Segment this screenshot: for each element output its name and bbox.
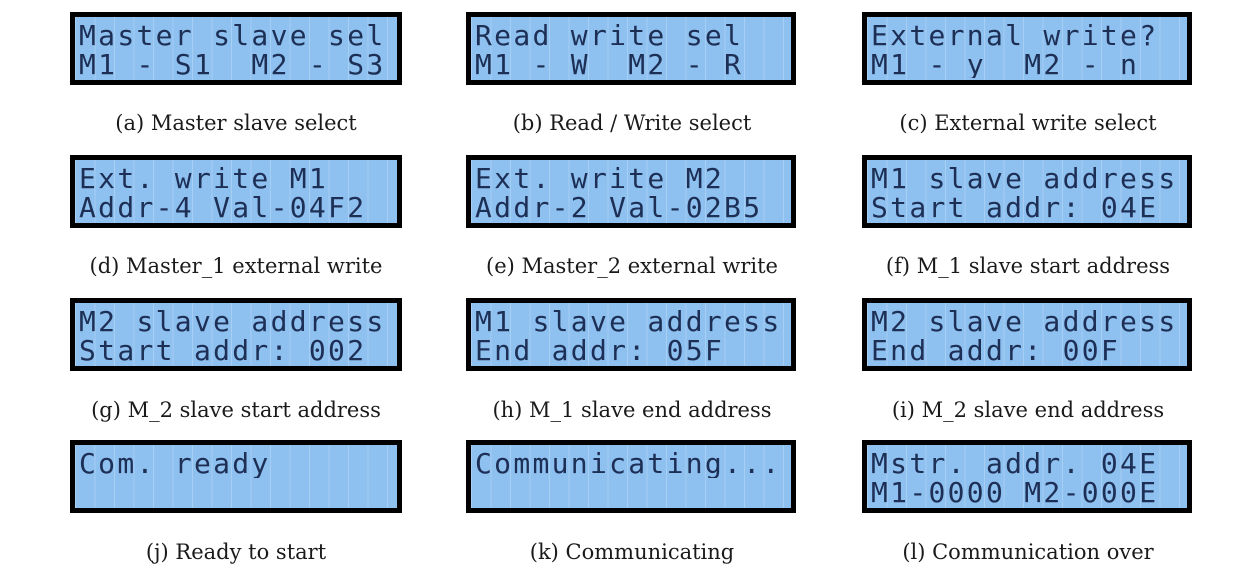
lcd-line-2: Addr-2 Val-02B5 bbox=[475, 192, 763, 222]
lcd-line-2: Start addr: 04E bbox=[871, 192, 1159, 222]
panel-caption: (b) Read / Write select bbox=[512, 111, 752, 135]
panel-caption: (j) Ready to start bbox=[145, 540, 327, 564]
panel-caption: (d) Master_1 external write bbox=[89, 254, 383, 278]
lcd-line-1: External write? bbox=[871, 21, 1159, 50]
lcd-line-1: Master slave sel bbox=[79, 21, 386, 50]
lcd-line-1: M1 slave address bbox=[871, 164, 1178, 193]
panel-caption: (c) External write select bbox=[899, 111, 1157, 135]
lcd-line-2: M1-0000 M2-000E bbox=[871, 477, 1159, 507]
lcd-line-1: Communicating... bbox=[475, 449, 782, 478]
panel-caption: (e) Master_2 external write bbox=[486, 254, 778, 278]
lcd-line-2: Addr-4 Val-04F2 bbox=[79, 192, 367, 222]
panel-caption: (f) M_1 slave start address bbox=[885, 254, 1171, 278]
lcd-line-1: Read write sel bbox=[475, 21, 744, 50]
panel-caption: (i) M_2 slave end address bbox=[891, 398, 1165, 422]
lcd-line-1: M2 slave address bbox=[871, 307, 1178, 336]
lcd-line-1: Ext. write M1 bbox=[79, 164, 329, 193]
lcd-line-2: M1 - W M2 - R bbox=[475, 49, 744, 79]
lcd-line-1: Mstr. addr. 04E bbox=[871, 449, 1159, 478]
lcd-line-2: Start addr: 002 bbox=[79, 335, 367, 365]
lcd-display: External write?M1 - y M2 - n bbox=[862, 12, 1192, 85]
lcd-line-2 bbox=[475, 478, 789, 507]
lcd-line-1: M1 slave address bbox=[475, 307, 782, 336]
panel-caption: (g) M_2 slave start address bbox=[91, 398, 381, 422]
lcd-line-1: M2 slave address bbox=[79, 307, 386, 336]
lcd-display: Com. ready bbox=[70, 440, 402, 513]
lcd-line-1: Ext. write M2 bbox=[475, 164, 725, 193]
panel-caption: (a) Master slave select bbox=[115, 111, 357, 135]
lcd-line-2 bbox=[79, 478, 395, 507]
panel-caption: (h) M_1 slave end address bbox=[492, 398, 772, 422]
lcd-screen: Communicating... bbox=[471, 445, 791, 508]
lcd-screen: External write?M1 - y M2 - n bbox=[867, 17, 1187, 80]
panel-caption: (k) Communicating bbox=[529, 540, 735, 564]
lcd-line-2: End addr: 00F bbox=[871, 335, 1121, 365]
lcd-screen: Com. ready bbox=[75, 445, 397, 508]
lcd-line-1: Com. ready bbox=[79, 449, 271, 478]
lcd-line-2: End addr: 05F bbox=[475, 335, 725, 365]
lcd-line-2: M1 - S1 M2 - S3 bbox=[79, 49, 386, 79]
lcd-line-2: M1 - y M2 - n bbox=[871, 49, 1140, 79]
panel-caption: (l) Communication over bbox=[902, 540, 1154, 564]
lcd-display: Communicating... bbox=[466, 440, 796, 513]
